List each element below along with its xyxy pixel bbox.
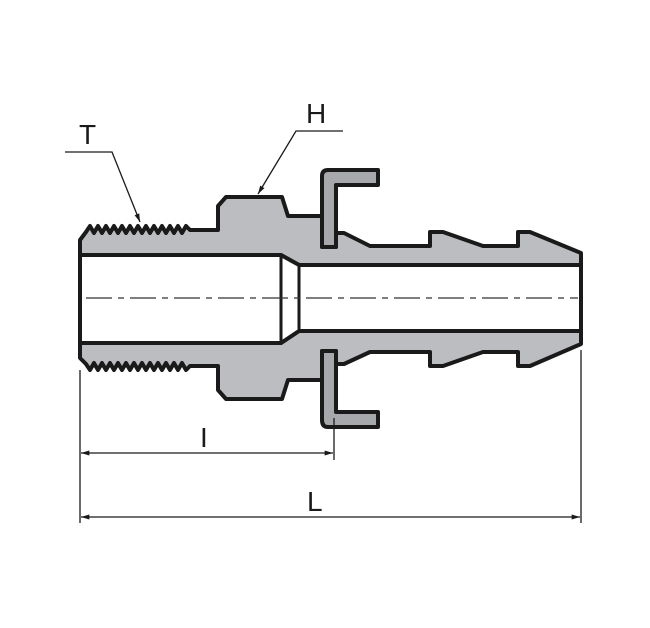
- retaining-clip-lower: [320, 349, 380, 429]
- leader-line-h: [257, 130, 343, 195]
- label-overall-length: L: [307, 486, 323, 517]
- retaining-clip-upper: [320, 168, 380, 249]
- leader-line-t: [65, 151, 141, 223]
- body-upper-half: [78, 195, 583, 267]
- label-hex: H: [306, 98, 327, 129]
- body-lower-half: [78, 329, 583, 401]
- label-insertion-length: I: [200, 422, 208, 453]
- bore: [78, 253, 583, 345]
- label-thread: T: [79, 119, 97, 150]
